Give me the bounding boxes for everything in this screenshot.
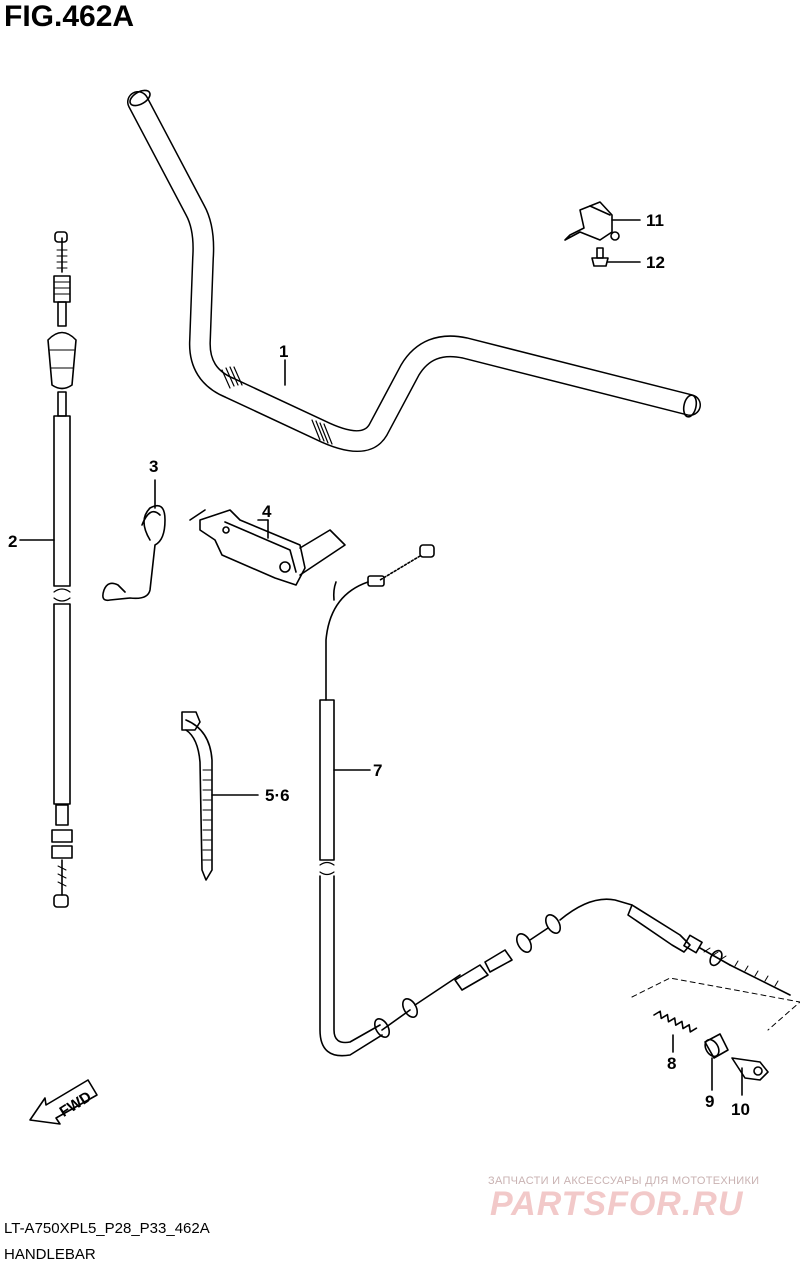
model-code: LT-A750XPL5_P28_P33_462A	[4, 1220, 210, 1237]
spring-part-8[interactable]	[653, 1010, 698, 1053]
callout-3: 3	[149, 457, 158, 476]
adjuster-part-9[interactable]	[702, 1033, 729, 1091]
callout-5-6: 5·6	[265, 786, 290, 805]
handlebar-part[interactable]	[127, 87, 701, 452]
callout-8: 8	[667, 1054, 676, 1073]
cable-tie-part-5-6[interactable]	[181, 711, 259, 881]
callout-11: 11	[646, 211, 664, 230]
cable-end-part-10[interactable]	[731, 1057, 769, 1096]
callout-1: 1	[279, 342, 288, 361]
bracket-part-11[interactable]	[564, 201, 641, 241]
holder-bracket-part-4[interactable]	[189, 509, 346, 586]
screw-part-12[interactable]	[591, 247, 641, 267]
section-name: HANDLEBAR	[4, 1246, 96, 1263]
callout-10: 10	[731, 1100, 750, 1119]
callout-9: 9	[705, 1092, 714, 1111]
callout-2: 2	[8, 532, 17, 551]
forward-arrow-icon	[29, 1079, 98, 1125]
throttle-cable-part-7[interactable]	[319, 544, 791, 1057]
wire-clip-part-3[interactable]	[102, 479, 166, 602]
forward-direction-label: FWD	[57, 1088, 95, 1121]
figure-title: FIG.462A	[4, 0, 135, 33]
callout-7: 7	[373, 761, 382, 780]
parts-group-outline	[631, 977, 800, 1031]
callout-4: 4	[262, 502, 272, 521]
cable-part-2[interactable]	[19, 231, 77, 908]
watermark-tagline: ЗАПЧАСТИ И АКСЕССУАРЫ ДЛЯ МОТОТЕХНИКИ	[488, 1175, 760, 1187]
watermark-logo: PARTSFOR.RU	[490, 1185, 744, 1223]
callout-12: 12	[646, 253, 665, 272]
